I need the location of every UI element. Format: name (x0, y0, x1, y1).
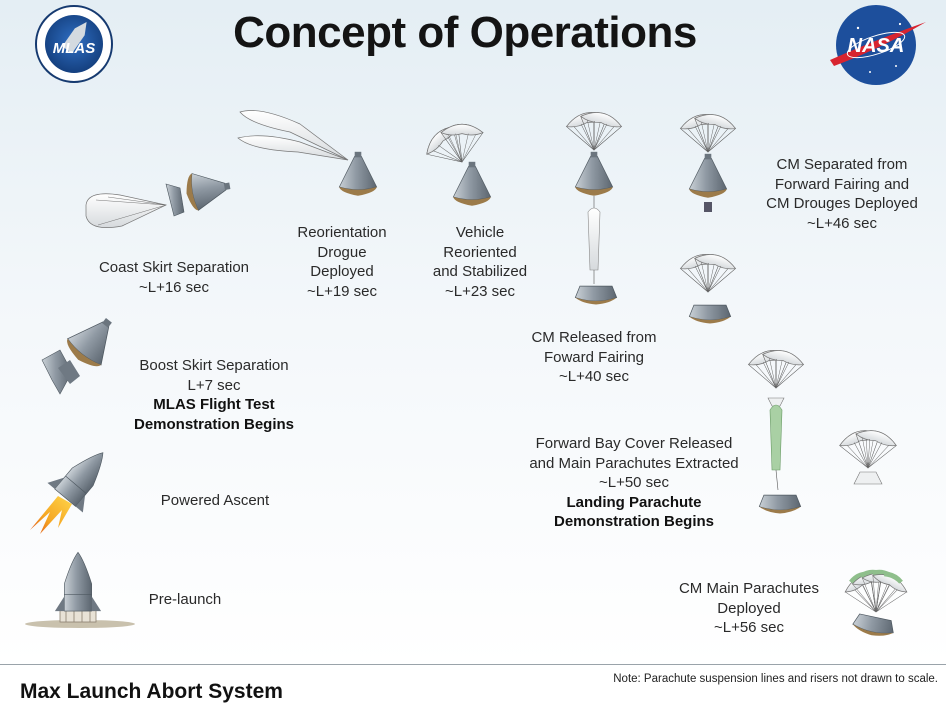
boost-skirt-separation-illustration (41, 306, 127, 395)
reorientation-drogue-illustration (237, 110, 378, 197)
powered-ascent-illustration (30, 437, 122, 534)
forward-bay-cover-illustration (746, 345, 899, 514)
mlas-logo-text: MLAS (53, 40, 96, 57)
label-prelaunch: Pre-launch (148, 591, 222, 608)
footer-brand: Max Launch Abort System (20, 680, 283, 703)
nasa-logo-text: NASA (848, 35, 905, 57)
cm-released-illustration (564, 107, 624, 305)
vehicle-reoriented-illustration (420, 119, 492, 207)
page-title: Concept of Operations (233, 8, 697, 57)
nasa-logo: NASA (830, 5, 926, 85)
coast-skirt-separation-illustration (85, 166, 234, 228)
label-coast-skirt-separation: Coast Skirt Separation~L+16 sec (98, 259, 250, 296)
prelaunch-illustration (25, 551, 135, 628)
diagram-stage (0, 0, 946, 664)
mlas-logo: MLAS (35, 5, 113, 83)
diagram-artwork: MLAS NASA (25, 5, 926, 636)
cm-main-parachutes-illustration (839, 564, 913, 636)
cm-separated-illustration (678, 109, 738, 324)
label-powered-ascent: Powered Ascent (160, 492, 270, 509)
footer-note: Note: Parachute suspension lines and ris… (613, 673, 938, 685)
footer-bar (0, 664, 946, 711)
